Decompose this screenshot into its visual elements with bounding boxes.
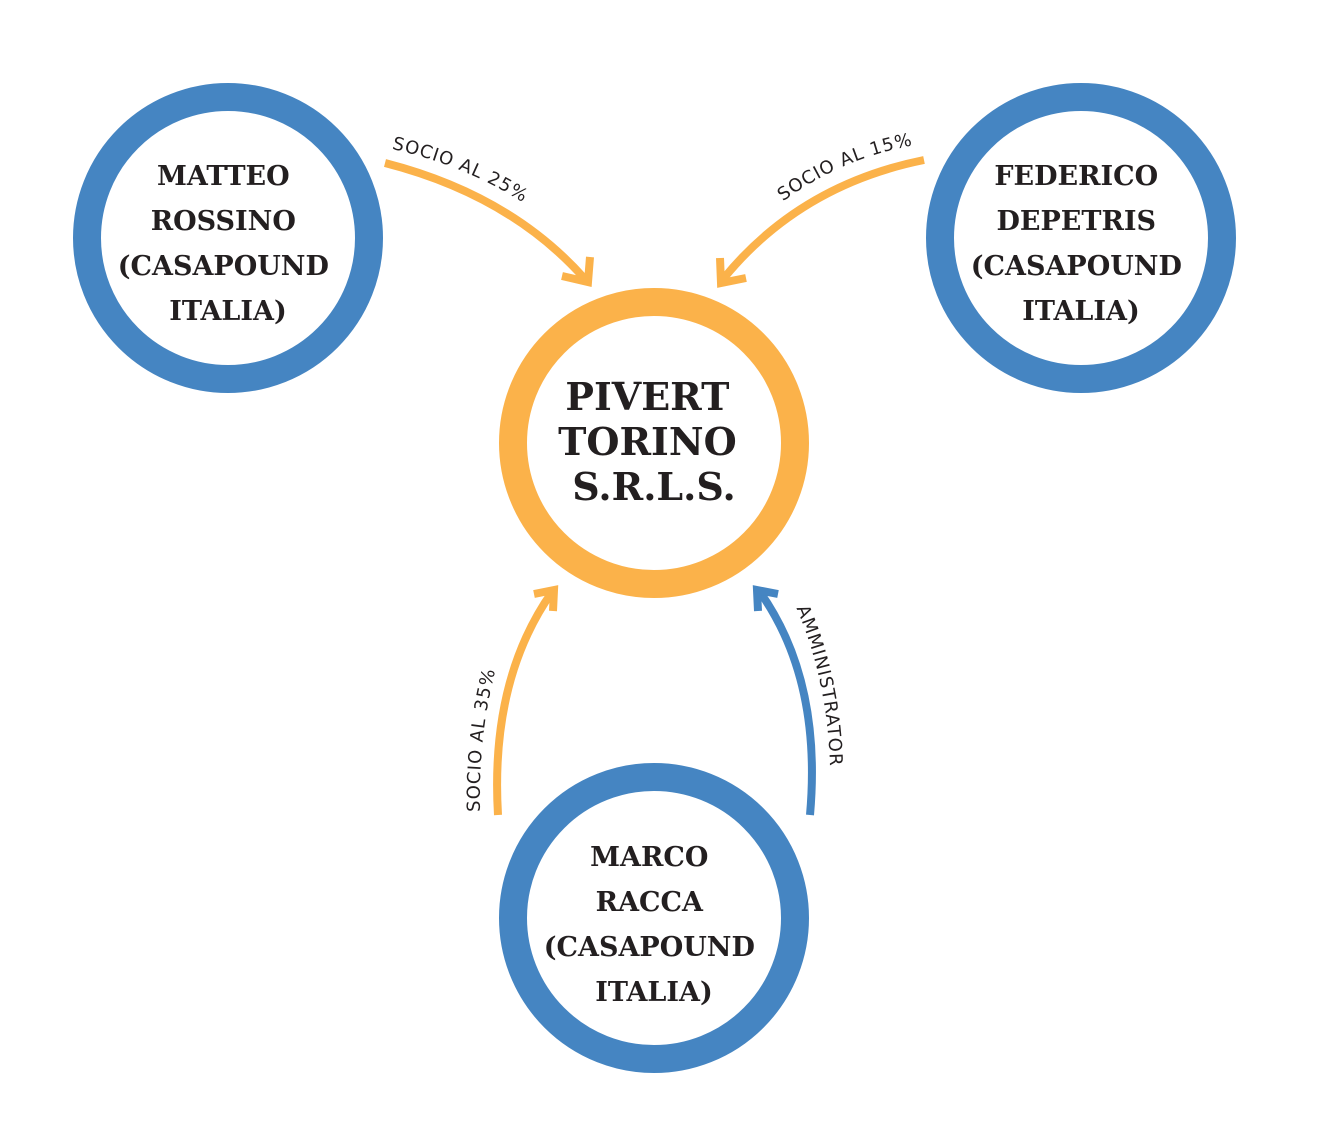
node-depetris: FEDERICO DEPETRIS (CASAPOUND ITALIA) <box>926 83 1236 393</box>
node-racca-label: MARCO RACCA (CASAPOUND ITALIA) <box>544 842 765 1008</box>
arrow-rossino-to-center <box>384 159 594 287</box>
arrow-racca-share-to-center <box>493 585 559 816</box>
arrow-racca-share-shaft <box>493 589 556 816</box>
node-racca-line-3: (CASAPOUND <box>544 932 755 963</box>
arrow-racca-admin-shaft <box>756 589 816 816</box>
node-depetris-line-3: (CASAPOUND <box>971 251 1182 282</box>
node-racca-line-2: RACCA <box>596 887 704 918</box>
arrow-racca-share-head <box>533 585 559 612</box>
node-depetris-line-4: ITALIA) <box>1022 296 1140 327</box>
node-depetris-line-1: FEDERICO <box>994 161 1158 192</box>
arrow-racca-admin-to-center <box>752 585 816 816</box>
arrow-racca-admin-head <box>752 585 779 612</box>
node-racca: MARCO RACCA (CASAPOUND ITALIA) <box>499 763 809 1073</box>
node-center: PIVERT TORINO S.R.L.S. <box>499 288 809 598</box>
arrow-depetris-to-center <box>716 156 925 288</box>
arrow-depetris-head <box>716 257 747 288</box>
node-center-line-3: S.R.L.S. <box>572 464 735 509</box>
node-racca-line-1: MARCO <box>590 842 708 873</box>
node-rossino-line-1: MATTEO <box>157 161 290 192</box>
node-center-label: PIVERT TORINO S.R.L.S. <box>558 374 750 509</box>
node-rossino-line-2: ROSSINO <box>151 206 296 237</box>
node-rossino-line-3: (CASAPOUND <box>118 251 329 282</box>
node-rossino-label: MATTEO ROSSINO (CASAPOUND ITALIA) <box>118 161 339 327</box>
node-depetris-ring <box>926 83 1236 393</box>
node-center-line-1: PIVERT <box>565 374 729 419</box>
node-center-ring <box>499 288 809 598</box>
node-rossino: MATTEO ROSSINO (CASAPOUND ITALIA) <box>73 83 383 393</box>
node-center-line-2: TORINO <box>558 419 737 464</box>
arrow-depetris-shaft <box>720 156 925 281</box>
arrow-rossino-head <box>561 256 594 287</box>
arrow-rossino-shaft <box>384 159 587 281</box>
node-racca-ring <box>499 763 809 1073</box>
node-racca-line-4: ITALIA) <box>595 977 713 1008</box>
node-rossino-line-4: ITALIA) <box>169 296 287 327</box>
node-depetris-line-2: DEPETRIS <box>997 206 1157 237</box>
node-rossino-ring <box>73 83 383 393</box>
node-depetris-label: FEDERICO DEPETRIS (CASAPOUND ITALIA) <box>971 161 1192 327</box>
